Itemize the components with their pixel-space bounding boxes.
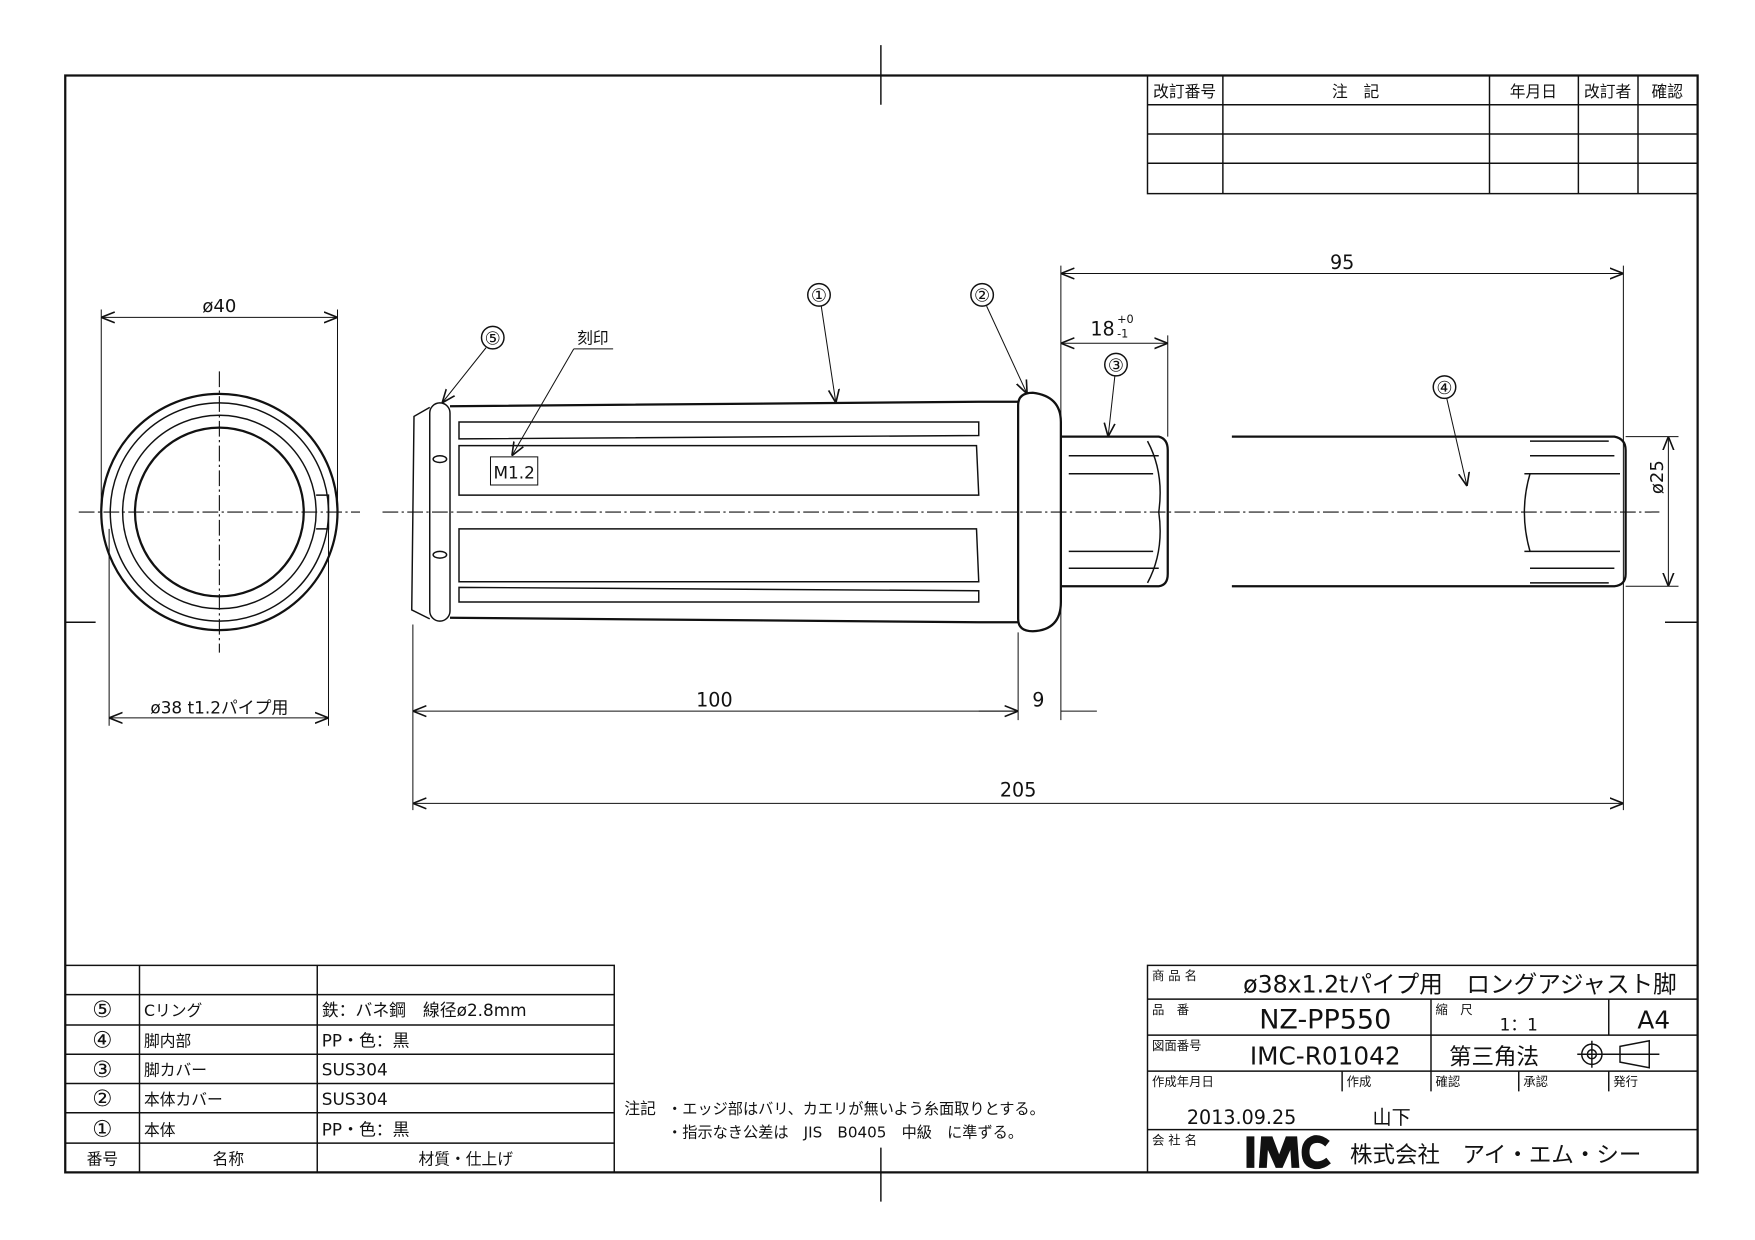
svg-text:脚カバー: 脚カバー xyxy=(144,1061,207,1080)
rev-header-note: 注 記 xyxy=(1332,82,1380,101)
body xyxy=(449,400,1019,624)
stamp-text: M1.2 xyxy=(493,462,534,482)
leg-inner xyxy=(1231,435,1627,588)
rev-header-date: 年月日 xyxy=(1510,82,1557,101)
product-name: ø38x1.2tパイプ用 ロングアジャスト脚 xyxy=(1243,970,1677,998)
paper-size: A4 xyxy=(1637,1005,1670,1034)
author-label: 作成 xyxy=(1347,1075,1372,1089)
company-logo xyxy=(1246,1135,1331,1170)
svg-text:①: ① xyxy=(811,286,827,307)
third-angle-projection-icon xyxy=(1577,1039,1660,1069)
svg-text:④: ④ xyxy=(92,1028,112,1054)
date: 2013.09.25 xyxy=(1187,1106,1296,1129)
approve-label: 承認 xyxy=(1523,1074,1548,1089)
svg-text:③: ③ xyxy=(1108,355,1124,376)
parts-row: ④ 脚内部 PP・色：黒 xyxy=(92,1028,409,1054)
company-label: 会 社 名 xyxy=(1152,1132,1197,1147)
dim-dia25: ø25 xyxy=(1647,460,1668,494)
dim-18-tol-lower: -1 xyxy=(1117,328,1128,341)
dim-18-tol-upper: +0 xyxy=(1117,313,1134,326)
author: 山下 xyxy=(1373,1106,1411,1129)
scale: 1：1 xyxy=(1500,1015,1538,1035)
svg-text:②: ② xyxy=(974,286,990,307)
parts-row: ② 本体カバー SUS304 xyxy=(92,1086,387,1112)
stamp-label: 刻印 xyxy=(577,328,609,347)
drawing-no: IMC-R01042 xyxy=(1250,1041,1401,1070)
svg-text:②: ② xyxy=(92,1086,112,1112)
side-view: ⑤ ① ② ③ ④ 刻印 M1.2 95 18 +0 -1 ø25 100 xyxy=(382,251,1679,811)
title-block: 商 品 名 ø38x1.2tパイプ用 ロングアジャスト脚 品 番 NZ-PP55… xyxy=(1146,964,1699,1174)
svg-text:脚内部: 脚内部 xyxy=(144,1031,191,1050)
dim-18: 18 xyxy=(1090,317,1114,340)
balloon-1: ① xyxy=(807,282,831,307)
product-name-label: 商 品 名 xyxy=(1152,968,1197,983)
svg-text:⑤: ⑤ xyxy=(485,328,501,349)
issue-label: 発行 xyxy=(1613,1075,1638,1089)
svg-text:Cリング: Cリング xyxy=(144,1001,202,1020)
part-no-label: 品 番 xyxy=(1152,1003,1189,1017)
center-marks xyxy=(65,45,1698,1202)
note-line-1: ・エッジ部はバリ、カエリが無いよう糸面取りとする。 xyxy=(667,1100,1045,1118)
svg-text:④: ④ xyxy=(1436,378,1452,399)
scale-label: 縮 尺 xyxy=(1436,1002,1473,1017)
dim-9: 9 xyxy=(1032,689,1044,712)
parts-row: ⑤ Cリング 鉄：バネ鋼 線径ø2.8mm xyxy=(92,997,526,1023)
balloon-4: ④ xyxy=(1432,375,1457,400)
projection: 第三角法 xyxy=(1449,1044,1539,1070)
c-ring xyxy=(429,402,451,622)
balloon-2: ② xyxy=(970,282,995,307)
svg-text:PP・色：黒: PP・色：黒 xyxy=(322,1119,410,1139)
parts-row: ① 本体 PP・色：黒 xyxy=(92,1116,409,1142)
company-name: 株式会社 アイ・エム・シー xyxy=(1350,1142,1641,1168)
rev-header-no: 改訂番号 xyxy=(1153,82,1216,101)
balloon-5: ⑤ xyxy=(480,325,505,350)
rev-header-reviser: 改訂者 xyxy=(1584,82,1631,101)
svg-text:本体: 本体 xyxy=(144,1120,176,1139)
parts-row: ③ 脚カバー SUS304 xyxy=(92,1057,387,1083)
svg-text:PP・色：黒: PP・色：黒 xyxy=(322,1030,410,1050)
dim-100: 100 xyxy=(696,689,732,712)
drawing-no-label: 図面番号 xyxy=(1152,1039,1201,1053)
end-view: ø40 ø38 t1.2パイプ用 xyxy=(78,296,360,726)
revision-table: 改訂番号 注 記 年月日 改訂者 確認 xyxy=(1146,74,1699,195)
balloon-3: ③ xyxy=(1104,352,1128,377)
dim-dia40: ø40 xyxy=(202,296,236,317)
parts-list: ⑤ Cリング 鉄：バネ鋼 線径ø2.8mm ④ 脚内部 PP・色：黒 ③ 脚カバ… xyxy=(64,964,615,1174)
svg-text:①: ① xyxy=(92,1116,112,1142)
svg-text:本体カバー: 本体カバー xyxy=(144,1090,223,1109)
rev-header-check: 確認 xyxy=(1652,82,1684,101)
svg-text:鉄：バネ鋼 線径ø2.8mm: 鉄：バネ鋼 線径ø2.8mm xyxy=(322,1000,527,1020)
date-label: 作成年月日 xyxy=(1152,1075,1214,1089)
dim-95: 95 xyxy=(1330,251,1354,274)
note-line-2: ・指示なき公差は JIS B0405 中級 に準ずる。 xyxy=(667,1124,1023,1142)
notes-label: 注記 xyxy=(624,1099,656,1118)
dim-pipe: ø38 t1.2パイプ用 xyxy=(150,697,288,717)
svg-text:SUS304: SUS304 xyxy=(322,1089,388,1109)
header-no: 番号 xyxy=(87,1150,119,1169)
header-name: 名称 xyxy=(213,1150,245,1169)
svg-text:⑤: ⑤ xyxy=(92,997,112,1023)
check-label: 確認 xyxy=(1436,1074,1461,1089)
svg-text:③: ③ xyxy=(92,1057,112,1083)
svg-text:SUS304: SUS304 xyxy=(322,1060,388,1080)
dim-205: 205 xyxy=(1000,779,1036,802)
leg-cover xyxy=(1060,435,1169,588)
part-no: NZ-PP550 xyxy=(1259,1004,1391,1035)
header-material: 材質・仕上げ xyxy=(419,1150,514,1169)
